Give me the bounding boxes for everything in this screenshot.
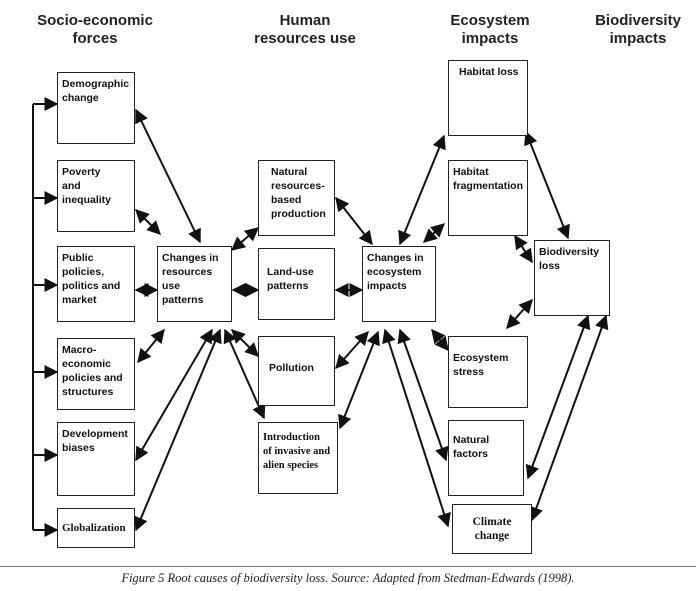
box-ecosystem-stress: Ecosystem stress — [448, 336, 528, 408]
arrow-fragmentation-biodiversity — [514, 234, 533, 264]
header-socio-economic-forces: Socio-economic forces — [37, 12, 153, 47]
box-development-biases: Development biases — [57, 422, 135, 496]
figure-caption: Figure 5 Root causes of biodiversity los… — [121, 571, 575, 585]
box-pollution: Pollution — [258, 336, 335, 406]
header-ecosystem-impacts: Ecosystem impacts — [450, 12, 530, 47]
arrow-natural-factors-biodiversity — [525, 314, 591, 480]
box-changes-ecosystem: Changes in ecosystem impacts — [362, 246, 436, 322]
arrow-poverty-changes — [135, 209, 161, 235]
arrow-pollution-ecosystem — [335, 330, 369, 370]
arrow-invasive-ecosystem — [338, 330, 380, 430]
arrow-changes-natural — [230, 227, 260, 251]
box-macro-economic: Macro- economic policies and structures — [57, 338, 135, 410]
box-invasive-species: Introduction of invasive and alien speci… — [258, 422, 338, 494]
arrow-habitat-loss-biodiversity — [524, 130, 570, 240]
arrow-climate-biodiversity — [529, 314, 609, 522]
box-demographic-change: Demographic change — [57, 72, 135, 144]
arrow-natural-ecosystem — [335, 196, 373, 246]
arrow-changes-pollution — [231, 329, 259, 357]
arrow-ecosystem-fragmentation — [422, 223, 446, 243]
arrow-globalization-changes — [134, 328, 222, 532]
header-biodiversity-impacts: Biodiversity impacts — [595, 12, 681, 47]
box-climate-change: Climate change — [452, 504, 532, 554]
arrow-macro-changes — [137, 328, 165, 364]
box-public-policies: Public policies, politics and market — [57, 246, 135, 322]
header-human-resources-use: Human resources use — [254, 12, 356, 47]
box-natural-factors: Natural factors — [448, 420, 524, 496]
arrow-demographic-changes — [135, 108, 201, 244]
box-changes-resources-use: Changes in resources use patterns — [157, 246, 232, 322]
arrow-ecosystem-climate — [382, 328, 451, 528]
box-poverty-inequality: Poverty and inequality — [57, 160, 135, 232]
box-land-use-patterns: Land-use patterns — [258, 248, 335, 320]
arrow-stress-biodiversity — [506, 298, 533, 330]
box-globalization: Globalization — [57, 508, 135, 548]
arrow-changes-invasive — [223, 328, 266, 420]
arrow-ecosystem-stress — [431, 328, 449, 352]
box-natural-resources-production: Natural resources- based production — [258, 160, 335, 236]
arrow-layer — [32, 97, 609, 537]
caption-rule — [0, 566, 696, 567]
arrow-ecosystem-habitat-loss — [398, 134, 446, 246]
box-habitat-loss: Habitat loss — [448, 60, 528, 136]
box-biodiversity-loss: Biodiversity loss — [534, 240, 610, 316]
box-habitat-fragmentation: Habitat fragmentation — [448, 160, 528, 236]
